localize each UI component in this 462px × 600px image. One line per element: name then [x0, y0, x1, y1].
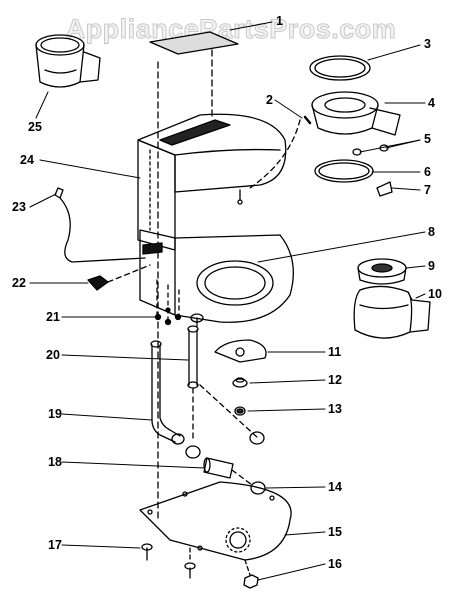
label-part-4: 4	[428, 96, 435, 110]
leader-lines	[29, 21, 426, 581]
label-part-15: 15	[328, 525, 342, 539]
label-part-19: 19	[48, 407, 62, 421]
label-part-9: 9	[428, 259, 435, 273]
tubes-drawing	[150, 313, 265, 445]
label-part-21: 21	[46, 310, 60, 324]
label-part-10: 10	[428, 287, 442, 301]
label-part-1: 1	[276, 14, 283, 28]
label-part-3: 3	[424, 37, 431, 51]
part-labels: 1 2 3 4 5 6 7 8 9 10 11 12 13 14 15 16 1…	[12, 14, 442, 571]
brew-basket-drawing	[35, 34, 101, 88]
label-part-17: 17	[48, 538, 62, 552]
fittings-drawing	[232, 377, 248, 416]
base-plate-drawing	[139, 481, 292, 589]
connectors-drawing	[185, 445, 266, 495]
label-part-20: 20	[46, 348, 60, 362]
label-part-2: 2	[266, 93, 273, 107]
small-parts-drawing	[54, 187, 182, 326]
label-part-13: 13	[328, 402, 342, 416]
label-part-24: 24	[20, 153, 34, 167]
label-part-18: 18	[48, 455, 62, 469]
label-part-8: 8	[428, 225, 435, 239]
label-part-23: 23	[12, 200, 26, 214]
label-part-6: 6	[424, 165, 431, 179]
part-1-drawing	[149, 31, 239, 521]
label-part-25: 25	[28, 120, 42, 134]
carafe-drawing	[353, 258, 431, 339]
label-part-5: 5	[424, 132, 431, 146]
label-part-16: 16	[328, 557, 342, 571]
part-11-drawing	[214, 339, 267, 363]
housing-drawing	[137, 113, 294, 323]
label-part-22: 22	[12, 276, 26, 290]
label-part-7: 7	[424, 183, 431, 197]
label-part-12: 12	[328, 373, 342, 387]
label-part-14: 14	[328, 480, 342, 494]
label-part-11: 11	[328, 345, 341, 359]
